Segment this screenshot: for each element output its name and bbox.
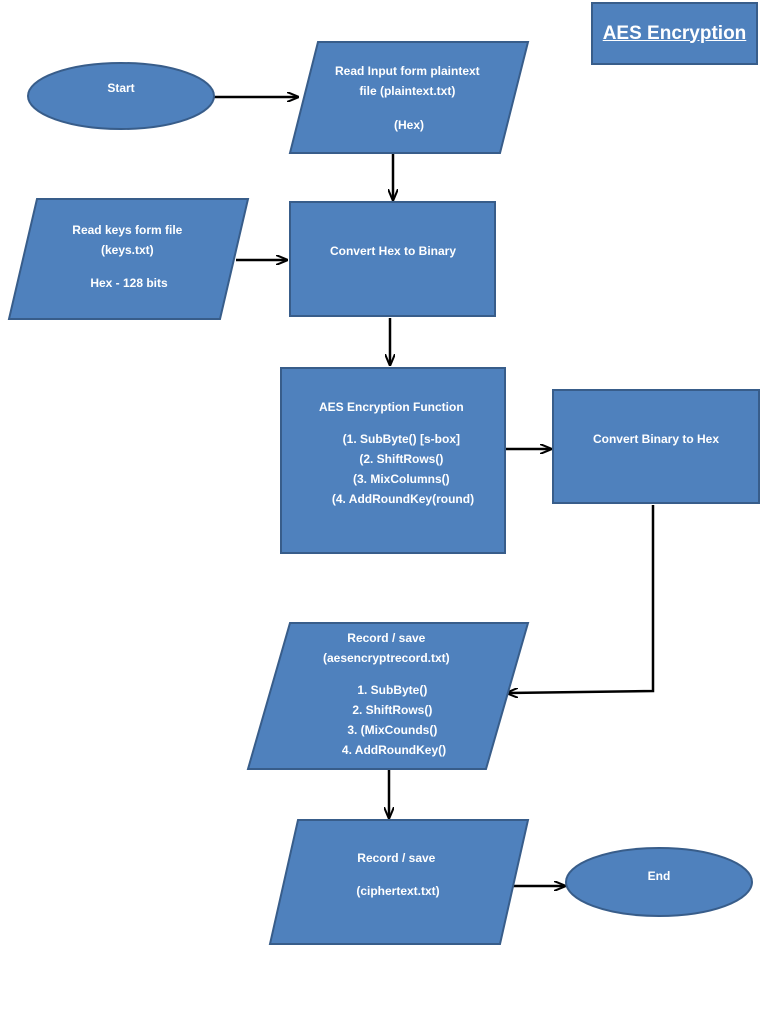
aes-function-label: AES Encryption Function (1. SubByte() [s…	[319, 400, 474, 506]
record-aes-label: Record / save (aesencryptrecord.txt) 1. …	[323, 631, 453, 757]
binary-to-hex-label: Convert Binary to Hex	[593, 432, 719, 446]
node-aes-function: AES Encryption Function (1. SubByte() [s…	[280, 367, 506, 554]
start-label: Start	[107, 81, 134, 95]
hex-to-binary-label: Convert Hex to Binary	[330, 244, 456, 258]
end-label: End	[648, 869, 671, 883]
node-read-plaintext: Read Input form plaintext file (plaintex…	[288, 41, 530, 154]
node-binary-to-hex: Convert Binary to Hex	[552, 389, 760, 504]
read-keys-parallelogram	[7, 198, 250, 320]
end-ellipse	[565, 847, 753, 917]
node-end: End	[565, 847, 753, 917]
connectors	[214, 97, 655, 886]
record-cipher-label: Record / save (ciphertext.txt)	[356, 851, 439, 898]
edge-binary-to-hex-to-record-aes	[507, 505, 655, 693]
binary-to-hex-rect	[552, 389, 760, 504]
node-start: Start	[27, 62, 215, 130]
start-ellipse	[27, 62, 215, 130]
aes-function-rect	[280, 367, 506, 554]
diagram-title: AES Encryption	[602, 22, 747, 44]
node-record-aes: Record / save (aesencryptrecord.txt) 1. …	[246, 622, 530, 770]
read-plaintext-parallelogram	[288, 41, 530, 154]
record-aes-parallelogram	[246, 622, 530, 770]
node-record-cipher: Record / save (ciphertext.txt)	[268, 819, 530, 945]
read-keys-label: Read keys form file (keys.txt) Hex - 128…	[72, 223, 185, 290]
node-hex-to-binary: Convert Hex to Binary	[289, 201, 496, 317]
node-read-keys: Read keys form file (keys.txt) Hex - 128…	[7, 198, 250, 320]
read-plaintext-label: Read Input form plaintext file (plaintex…	[335, 64, 483, 132]
record-cipher-parallelogram	[268, 819, 530, 945]
title-box: AES Encryption	[591, 2, 758, 65]
hex-to-binary-rect	[289, 201, 496, 317]
